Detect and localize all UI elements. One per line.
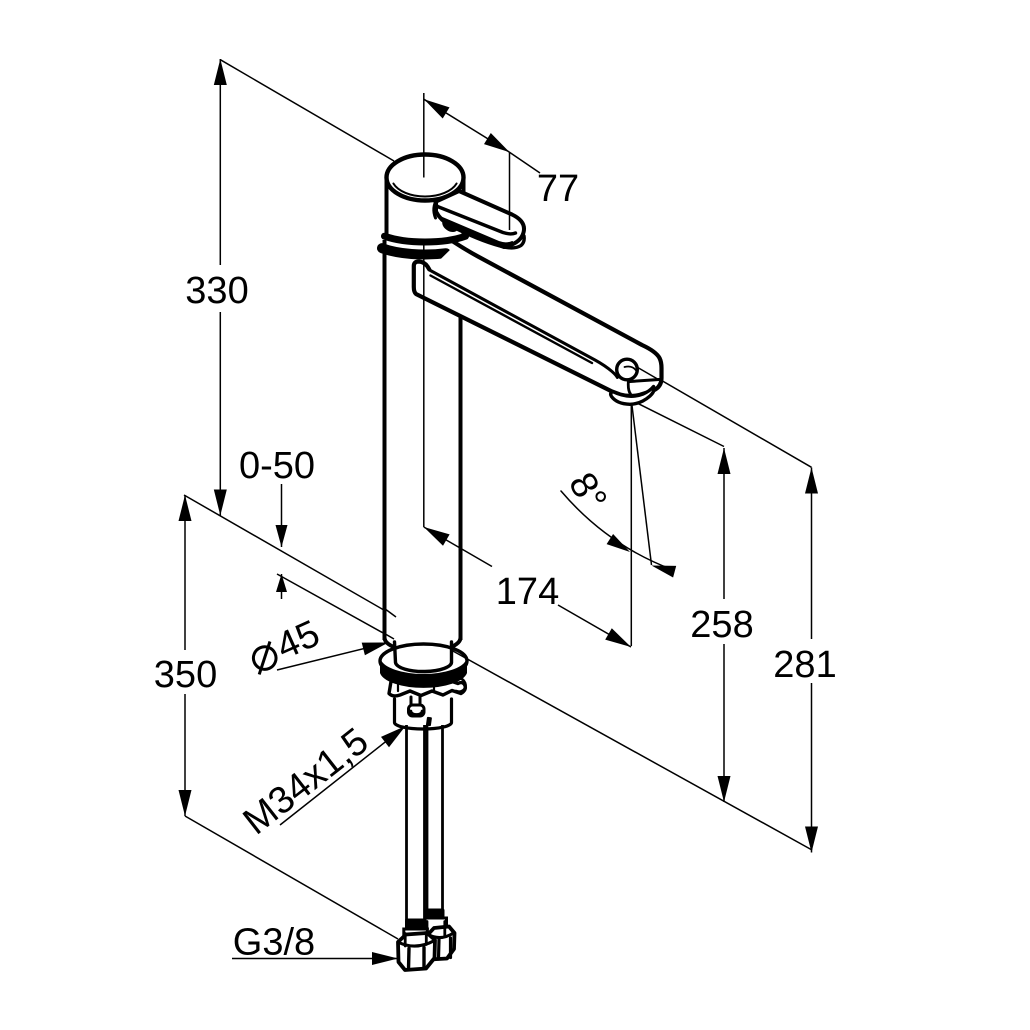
svg-text:0-50: 0-50 [239,445,315,487]
svg-text:258: 258 [690,604,753,646]
svg-text:330: 330 [185,270,248,312]
svg-text:350: 350 [154,654,217,696]
svg-text:G3/8: G3/8 [233,922,315,964]
svg-text:77: 77 [537,168,579,210]
svg-text:281: 281 [773,644,836,686]
svg-text:174: 174 [496,571,559,613]
